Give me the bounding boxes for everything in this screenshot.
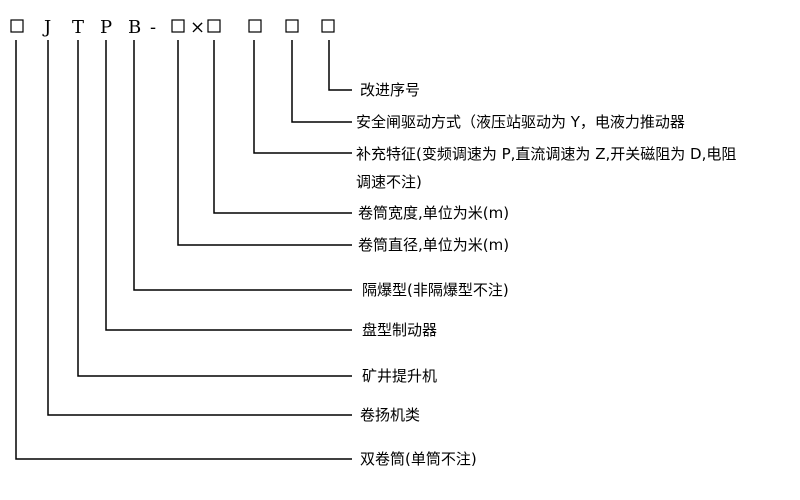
label-winch-class: 卷扬机类 [360,406,420,424]
label-supplement-line2: 调速不注) [356,173,422,191]
leader-drum-diameter [177,40,352,246]
code-char-times: × [190,17,205,38]
label-mine-hoist: 矿井提升机 [362,367,437,385]
label-drum-diameter: 卷筒直径,单位为米(m) [358,236,509,254]
code-box-double-drum [10,19,24,33]
leader-winch-class [47,40,352,416]
label-modification: 改进序号 [360,81,420,99]
code-char-p: P [100,17,112,38]
leader-lines [15,40,352,460]
leader-drum-width [213,40,352,214]
code-box-modification [321,19,335,33]
label-disc-brake: 盘型制动器 [362,321,437,339]
leader-modification [328,40,352,91]
code-box-supplement [248,19,262,33]
label-supplement-line1: 补充特征(变频调速为 P,直流调速为 Z,开关磁阻为 D,电阻 [356,145,736,163]
label-brake-drive: 安全闸驱动方式（液压站驱动为 Y，电液力推动器 [356,113,685,131]
leader-mine-hoist [77,40,352,377]
leader-explosion-proof [133,40,352,291]
leader-double-drum [15,40,352,460]
leader-disc-brake [105,40,352,331]
code-char-dash: - [150,17,156,38]
model-code-row: J T P B - × [10,17,335,38]
leader-supplement [253,40,352,154]
code-box-drum-width [207,19,221,33]
legend-labels: 改进序号 安全闸驱动方式（液压站驱动为 Y，电液力推动器 补充特征(变频调速为 … [356,81,736,468]
leader-brake-drive [291,40,352,123]
code-char-t: T [72,17,84,38]
label-drum-width: 卷筒宽度,单位为米(m) [358,204,509,222]
label-explosion-proof: 隔爆型(非隔爆型不注) [362,281,509,299]
code-char-b: B [128,17,141,38]
label-double-drum: 双卷筒(单筒不注) [360,450,477,468]
code-box-brake-drive [285,19,299,33]
code-box-drum-diameter [171,19,185,33]
code-char-j: J [42,17,51,38]
